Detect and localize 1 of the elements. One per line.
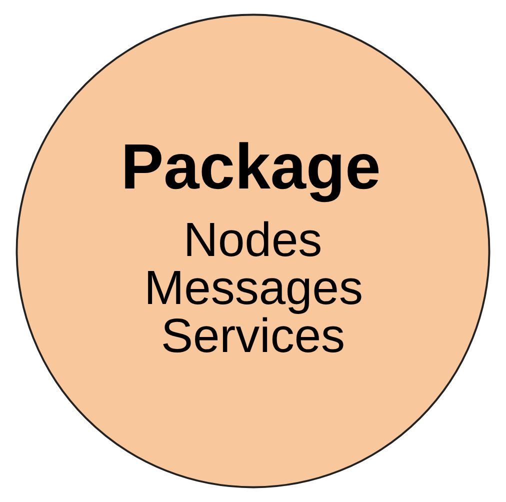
node-circle: Package Nodes Messages Services — [16, 14, 490, 488]
